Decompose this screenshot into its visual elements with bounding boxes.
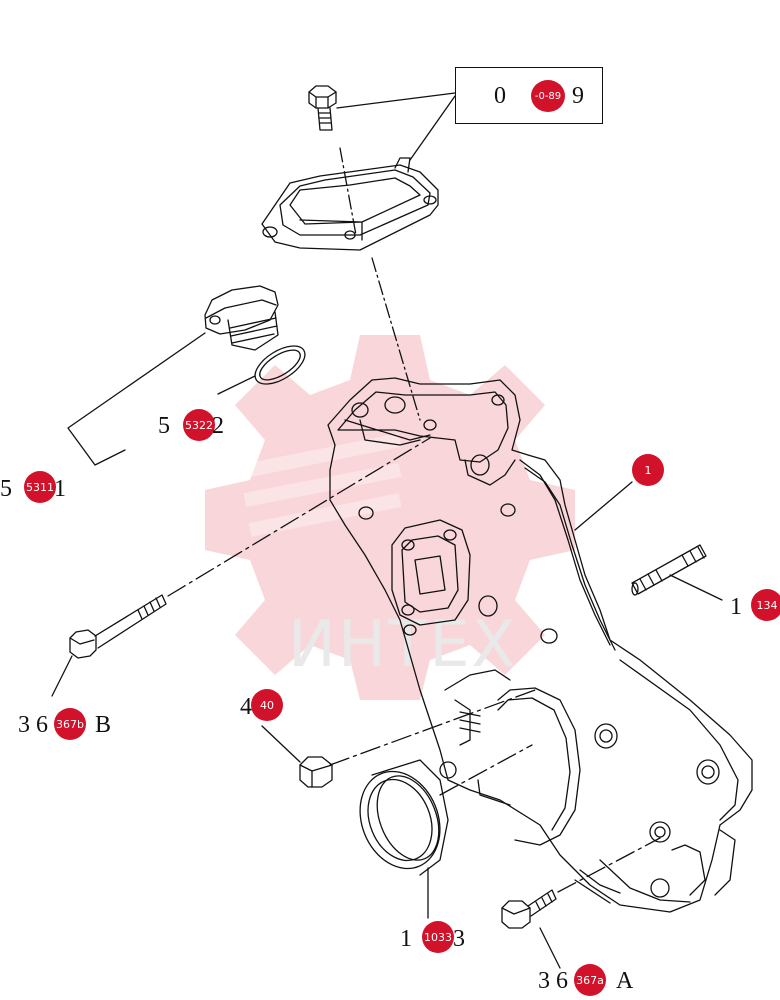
callout-label-prefix: 5 [0,476,12,502]
callout-label-prefix: 0 [494,83,506,109]
callout-label-suffix: 2 [212,413,224,439]
callout-badge-1033[interactable]: 1033 [422,921,454,953]
watermark-text: ИНТЕХ [288,608,518,682]
callout-badge-5311[interactable]: 5311 [24,471,56,503]
short-bolt-a [501,889,557,929]
callout-badge-134[interactable]: 134 [751,589,780,621]
callout-label-prefix: 1 [730,594,742,620]
callout-label-prefix: 3 6 [18,712,48,738]
callout-badge-5322[interactable]: 5322 [183,409,215,441]
nut [299,756,333,788]
oil-filler-cap [204,285,279,351]
callout-badge-40[interactable]: 40 [251,689,283,721]
long-bolt-b [69,594,167,659]
callout-badge-1[interactable]: 1 [632,454,664,486]
top-bolt [308,85,337,131]
stud [631,544,707,596]
callout-label-suffix: B [95,712,112,738]
callout-badge-367a[interactable]: 367a [574,964,606,996]
callout-label-suffix: 1 [54,476,66,502]
callout-badge-0-89[interactable]: -0-89 [531,80,565,112]
cover-plate [261,157,439,251]
callout-label-prefix: 1 [400,926,412,952]
callout-label-suffix: 3 [453,926,465,952]
callout-label-prefix: 4 [240,694,252,720]
callout-label-prefix: 5 [158,413,170,439]
callout-box [455,67,603,124]
callout-label-suffix: 9 [572,83,584,109]
callout-label-suffix: A [616,968,634,994]
front-cover-housing [327,377,753,913]
oil-seal [359,759,449,876]
o-ring [254,345,306,385]
callout-label-prefix: 3 6 [538,968,568,994]
callout-badge-367b[interactable]: 367b [54,708,86,740]
